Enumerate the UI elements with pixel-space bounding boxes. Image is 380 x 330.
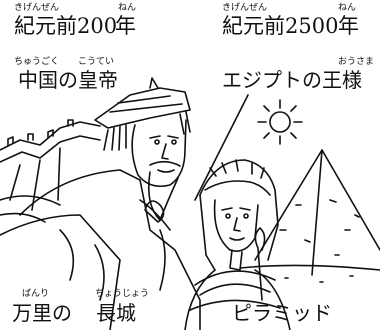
left-figure-ruby-chuugoku: ちゅうごく [14, 57, 60, 67]
emperor-drawing [0, 77, 201, 330]
pharaoh-drawing [184, 159, 291, 330]
left-era-ruby-nen: ねん [118, 3, 137, 13]
left-figure-title: 中国の皇帝 [18, 68, 118, 92]
right-figure-title: エジプトの王様 [222, 68, 362, 92]
sun-drawing [257, 99, 303, 145]
left-caption-banri-no: 万里の [12, 301, 72, 325]
right-caption-pyramid: ピラミッド [232, 301, 332, 325]
divider-line [194, 94, 249, 201]
right-era-kigenzen: 紀元前 [222, 14, 285, 38]
great-wall-drawing [0, 119, 101, 223]
left-era-ruby-kigenzen: きげんぜん [14, 3, 60, 13]
left-caption-ruby-choujou: ちょうじょう [95, 289, 150, 299]
right-era-year: 2500 [285, 14, 339, 38]
left-caption-choujou: 長城 [96, 301, 136, 325]
left-era-year: 200 [77, 14, 118, 38]
left-caption-ruby-banri: ばんり [22, 289, 50, 299]
pyramid-drawing [239, 149, 380, 283]
left-figure-ruby-koutei: こうてい [78, 57, 115, 67]
right-figure-ruby-ousama: おうさま [338, 57, 375, 67]
left-era-kigenzen: 紀元前 [14, 14, 77, 38]
right-era-ruby-kigenzen: きげんぜん [222, 3, 268, 13]
left-era-nen: 年 [115, 14, 136, 38]
right-era-nen: 年 [338, 14, 359, 38]
right-era-ruby-nen: ねん [338, 3, 357, 13]
